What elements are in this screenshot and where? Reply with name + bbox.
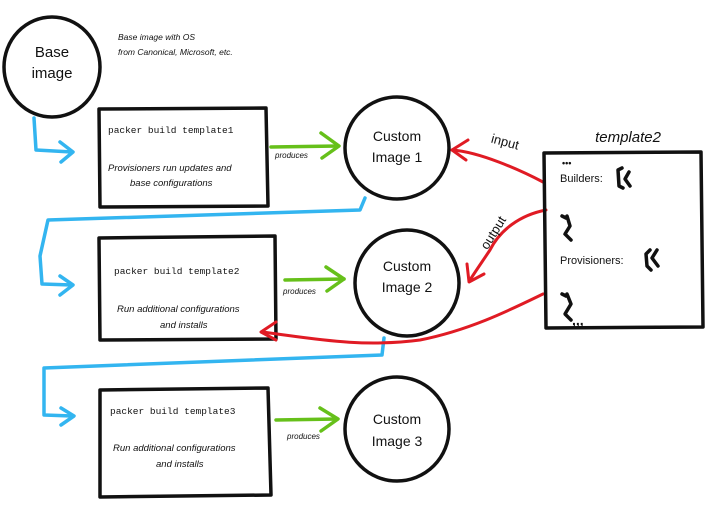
custom-image-2-label-1: Custom <box>383 258 431 274</box>
base-note-line-1: Base image with OS <box>118 32 195 42</box>
step-3-desc-2: and installs <box>156 459 204 470</box>
base-note-line-2: from Canonical, Microsoft, etc. <box>118 47 233 57</box>
step-2-command: packer build template2 <box>114 266 240 277</box>
step-box-1: packer build template1 Provisioners run … <box>97 106 270 209</box>
template2-brackets <box>560 166 660 322</box>
step-2-desc-2: and installs <box>160 320 208 331</box>
custom-image-1-circle <box>343 95 451 201</box>
base-image-label-2: image <box>32 65 73 82</box>
step-3-command: packer build template3 <box>110 406 236 417</box>
base-image-circle <box>2 15 102 119</box>
produces-arrows <box>269 131 346 433</box>
template2-box <box>542 150 705 330</box>
red-flow-arrows <box>259 138 548 345</box>
custom-image-1-label-1: Custom <box>373 128 421 144</box>
step-1-desc-2: base configurations <box>130 178 213 189</box>
template2-builders-label: Builders: <box>560 173 603 185</box>
input-label: input <box>490 131 521 153</box>
template2-dots-bottom: ,,, <box>572 312 584 328</box>
template2-dots-top: ••• <box>562 158 571 168</box>
produces-label-1: produces <box>274 151 308 160</box>
step-box-3: packer build template3 Run additional co… <box>98 386 273 499</box>
step-box-2: packer build template2 Run additional co… <box>97 234 278 342</box>
template2-provisioners-label: Provisioners: <box>560 255 624 267</box>
template2-title: template2 <box>595 129 662 146</box>
step-1-command: packer build template1 <box>108 125 234 136</box>
base-image-label-1: Base <box>35 44 69 61</box>
custom-image-3-circle <box>343 375 451 483</box>
custom-image-3-label-1: Custom <box>373 411 421 427</box>
produces-label-2: produces <box>282 287 316 296</box>
custom-image-1-label-2: Image 1 <box>372 149 423 165</box>
custom-image-2-label-2: Image 2 <box>382 279 433 295</box>
step-3-desc-1: Run additional configurations <box>113 443 236 454</box>
step-2-desc-1: Run additional configurations <box>117 304 240 315</box>
step-1-desc-1: Provisioners run updates and <box>108 163 232 174</box>
produces-label-3: produces <box>286 432 320 441</box>
blue-flow-arrows <box>32 116 386 427</box>
custom-image-2-circle <box>353 228 461 338</box>
custom-image-3-label-2: Image 3 <box>372 433 423 449</box>
